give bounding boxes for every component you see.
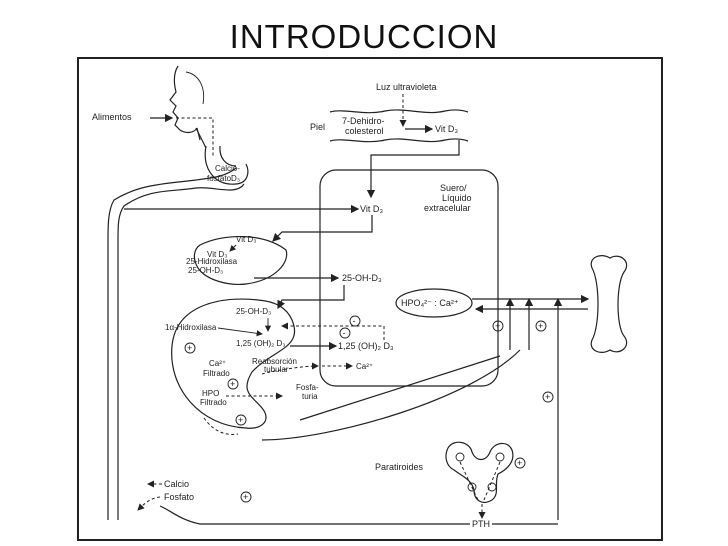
plus-sign-kidney-2: + (230, 379, 235, 389)
plus-sign-gut-circle (240, 491, 252, 503)
label-calcio: Calcio (164, 479, 189, 489)
stomach (204, 145, 249, 185)
label-25-oh-d3-serum: 25-OH-D₃ (342, 273, 382, 283)
label-reabsorcion-2: tubular (264, 365, 289, 374)
plus-sign-kidney-2-circle (227, 378, 239, 390)
label-25-hidroxilasa: 25-Hidroxilasa (186, 257, 238, 266)
minus-sign-kidney-circle (339, 327, 351, 339)
plus-sign-parathyroid: + (517, 458, 522, 468)
label-fosfaturia-1: Fosfa- (296, 383, 319, 392)
hpo-ca-pool (395, 288, 473, 318)
arrow-liver-vitd3 (229, 244, 237, 252)
arrow-serum-to-liver (272, 215, 373, 242)
label-suero-1: Suero/ (440, 183, 467, 193)
label-piel: Piel (310, 122, 325, 132)
label-dehidro-1: 7-Dehidro- (342, 116, 385, 126)
plus-sign-pth-1: + (495, 321, 500, 331)
plus-sign-kidney-1-circle (184, 342, 196, 354)
label-pth: PTH (472, 519, 490, 529)
arrow-vitd3-to-serum (366, 140, 460, 199)
label-vitd3-serum: Vit D₃ (360, 204, 383, 214)
plus-sign-pth-2: + (538, 321, 543, 331)
label-reabsorcion-1: Reabsorción (252, 357, 297, 366)
plus-sign-pth-3-circle (542, 391, 554, 403)
arrow-alfa-hidroxilasa (217, 327, 263, 337)
dashed-feedback-loop (281, 322, 385, 340)
parathyroid-gland-2 (495, 452, 505, 462)
head-profile (169, 65, 201, 141)
plus-sign-pth-3: + (545, 392, 550, 402)
esophagus (195, 127, 207, 149)
kidney (171, 298, 295, 429)
label-calcio-fosfato-1: Calcio- (215, 164, 240, 173)
label-calcio-fosfato-2: fosfatoD₃ (207, 174, 240, 183)
label-vitd3-liver: Vit D₃ (207, 250, 227, 259)
label-ca-filtrado-1: Ca²⁺ (209, 359, 226, 368)
label-25-oh-d3-liver: 25-OH-D₃ (188, 266, 223, 275)
arrow-reabsorcion (261, 362, 319, 375)
gut-tube-inner (107, 167, 237, 520)
label-suero-2: Líquido (442, 193, 472, 203)
label-alfa-hidroxilasa: 1α-Hidroxilasa (165, 323, 217, 332)
head-back (185, 71, 205, 105)
plus-sign-parathyroid-circle (514, 457, 526, 469)
minus-sign-serum: - (353, 316, 356, 326)
label-alimentos: Alimentos (92, 112, 132, 122)
parathyroid (445, 441, 514, 503)
minus-sign-serum-circle (349, 315, 361, 327)
label-dehidro-2: colesterol (345, 126, 384, 136)
label-fosfaturia-2: turia (302, 392, 318, 401)
minus-sign-kidney: - (343, 328, 346, 338)
label-luz-uv: Luz ultravioleta (376, 82, 437, 92)
label-vitd3-liver-top: Vit D₃ (236, 235, 256, 244)
dashed-parathyroid (459, 461, 501, 501)
label-dihidroxi-kidney: 1,25 (OH)₂ D₃ (236, 339, 285, 348)
skin-line (329, 109, 469, 114)
liver (193, 236, 288, 285)
plus-sign-pth-1-circle (492, 320, 504, 332)
label-hpo-filtrado-1: HPO (202, 389, 219, 398)
pth-to-gut (159, 505, 201, 525)
bone (590, 255, 628, 353)
plus-sign-kidney-1: + (187, 343, 192, 353)
label-vitd3-skin: Vit D₃ (435, 124, 458, 134)
parathyroid-gland-1 (455, 452, 465, 462)
label-fosfato: Fosfato (164, 492, 194, 502)
plus-sign-pth-2-circle (535, 320, 547, 332)
label-ca-filtrado-2: Filtrado (203, 369, 230, 378)
gut-tube (117, 183, 245, 520)
plus-sign-kidney-3: + (238, 415, 243, 425)
label-suero-3: extracelular (424, 203, 471, 213)
line-pth-to-kidney (261, 349, 521, 441)
parathyroid-gland-4 (487, 482, 497, 492)
plus-sign-kidney-3-circle (235, 414, 247, 426)
slide-title: INTRODUCCION (229, 18, 499, 55)
line-pth-to-kidney-2 (299, 355, 501, 421)
label-paratiroides: Paratiroides (375, 462, 424, 472)
arrow-fosfato (137, 496, 161, 511)
parathyroid-gland-3 (467, 482, 477, 492)
label-hpo-ca: HPO₄²⁻ : Ca²⁺ (401, 298, 459, 308)
plus-sign-gut: + (243, 492, 248, 502)
label-hpo-filtrado-2: Filtrado (200, 398, 227, 407)
label-25-oh-d3-kidney: 25-OH-D₃ (236, 307, 271, 316)
skin-line-lower (329, 138, 469, 143)
arrow-serum-to-kidney (277, 285, 345, 310)
label-ca2: Ca²⁺ (356, 362, 373, 371)
dashed-food-path (176, 117, 214, 158)
label-dihidroxi-serum: 1,25 (OH)₂ D₃ (338, 341, 394, 351)
